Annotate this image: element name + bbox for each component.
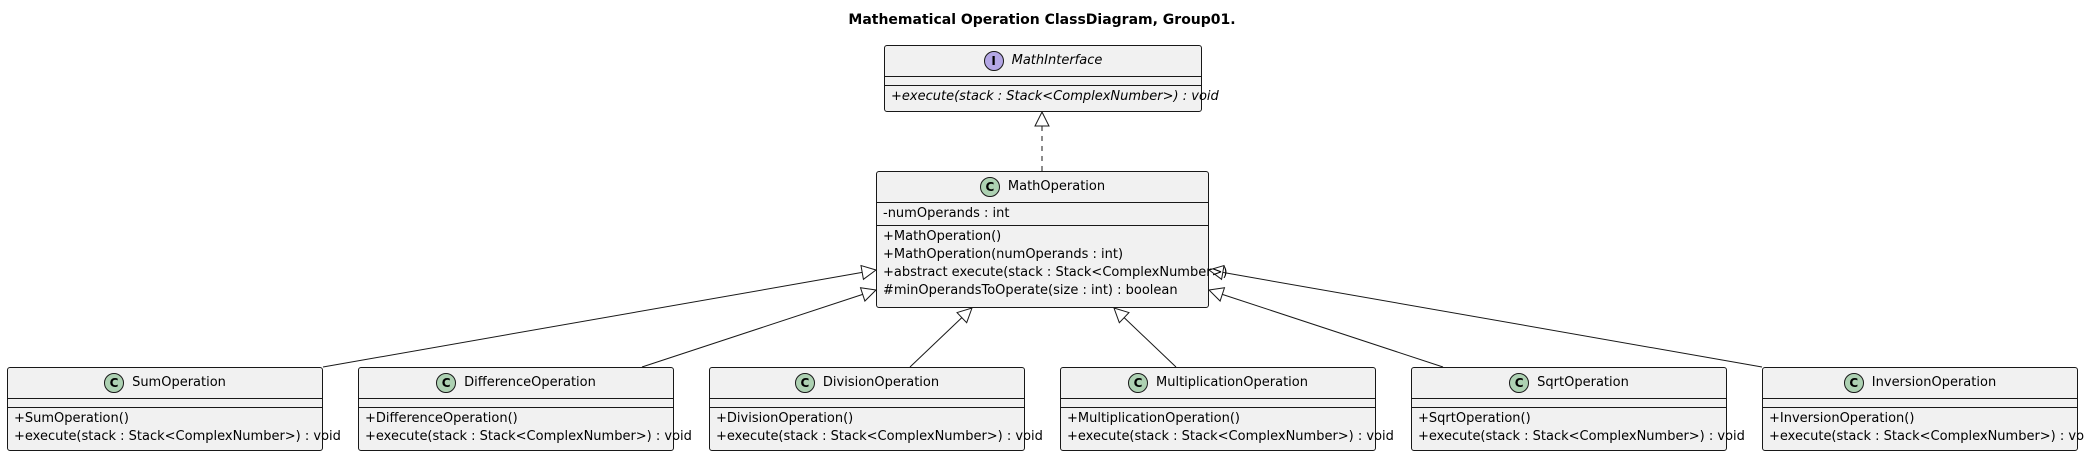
class-badge-icon: C [794, 373, 815, 393]
fields-section [1763, 399, 2077, 408]
fields-section [8, 399, 322, 408]
method-line: +execute(stack : Stack<ComplexNumber>) :… [365, 429, 692, 444]
class-box-sumoperation[interactable]: C SumOperation +SumOperation() +execute(… [7, 367, 341, 451]
method-line: +DivisionOperation() [716, 411, 854, 426]
method-line: +execute(stack : Stack<ComplexNumber>) :… [14, 429, 341, 444]
realization-arrowhead [1034, 110, 1050, 127]
method-line: +MultiplicationOperation() [1067, 411, 1240, 426]
generalization-line [1222, 271, 1763, 368]
methods-section: +DivisionOperation() +execute(stack : St… [710, 408, 1043, 448]
generalization-arrowhead [1113, 307, 1130, 324]
class-header: C SumOperation [8, 368, 322, 399]
class-header: I MathInterface [885, 46, 1201, 77]
method-line: +MathOperation() [883, 229, 1002, 244]
generalization-line [1123, 317, 1177, 368]
class-badge-icon: C [436, 373, 457, 393]
class-name: InversionOperation [1871, 375, 1997, 390]
class-name: DivisionOperation [822, 375, 940, 390]
class-box-multiplicationoperation[interactable]: C MultiplicationOperation +Multiplicatio… [1060, 367, 1394, 451]
method-line: +InversionOperation() [1769, 411, 1915, 426]
method-line: +execute(stack : Stack<ComplexNumber>) :… [1418, 429, 1745, 444]
class-badge-icon: C [1843, 373, 1864, 393]
class-badge-icon: C [979, 177, 1000, 197]
generalization-arrowhead [859, 287, 878, 302]
generalization-arrowhead [1207, 287, 1226, 302]
method-line: +SumOperation() [14, 411, 129, 426]
method-line: +abstract execute(stack : Stack<ComplexN… [883, 265, 1228, 280]
class-header: C InversionOperation [1763, 368, 2077, 399]
fields-section [359, 399, 673, 408]
class-header: C DivisionOperation [710, 368, 1024, 399]
class-name: MathInterface [1011, 53, 1103, 68]
methods-section: +MathOperation() +MathOperation(numOpera… [877, 226, 1228, 302]
class-box-divisionoperation[interactable]: C DivisionOperation +DivisionOperation()… [709, 367, 1043, 451]
fields-section [1412, 399, 1726, 408]
class-box-mathoperation[interactable]: C MathOperation -numOperands : int +Math… [876, 171, 1228, 308]
generalization-line [641, 293, 863, 368]
method-line: +MathOperation(numOperands : int) [883, 247, 1124, 262]
method-line: +SqrtOperation() [1418, 411, 1531, 426]
class-box-differenceoperation[interactable]: C DifferenceOperation +DifferenceOperati… [358, 367, 692, 451]
generalization-arrowhead [956, 307, 973, 324]
generalization-line [1222, 293, 1444, 368]
method-line: +execute(stack : Stack<ComplexNumber>) :… [1769, 429, 2084, 444]
class-header: C MultiplicationOperation [1061, 368, 1375, 399]
method-line: +execute(stack : Stack<ComplexNumber>) :… [891, 89, 1219, 104]
methods-section: +SqrtOperation() +execute(stack : Stack<… [1412, 408, 1745, 448]
methods-section: +execute(stack : Stack<ComplexNumber>) :… [885, 86, 1219, 108]
generalization-line [322, 271, 863, 368]
class-badge-icon: C [1509, 373, 1530, 393]
generalization-line [909, 317, 963, 368]
fields-section [885, 77, 1201, 86]
class-badge-icon: C [104, 373, 125, 393]
diagram-title: Mathematical Operation ClassDiagram, Gro… [848, 12, 1236, 28]
fields-section [710, 399, 1024, 408]
method-line: #minOperandsToOperate(size : int) : bool… [883, 283, 1178, 298]
class-box-mathinterface[interactable]: I MathInterface +execute(stack : Stack<C… [884, 45, 1219, 112]
method-line: +execute(stack : Stack<ComplexNumber>) :… [716, 429, 1043, 444]
class-name: MathOperation [1007, 179, 1106, 194]
methods-section: +InversionOperation() +execute(stack : S… [1763, 408, 2084, 448]
class-header: C SqrtOperation [1412, 368, 1726, 399]
class-box-inversionoperation[interactable]: C InversionOperation +InversionOperation… [1762, 367, 2084, 451]
class-name: DifferenceOperation [464, 375, 596, 390]
class-name: MultiplicationOperation [1156, 375, 1308, 390]
class-header: C MathOperation [877, 172, 1208, 203]
class-header: C DifferenceOperation [359, 368, 673, 399]
class-name: SqrtOperation [1537, 375, 1629, 390]
class-name: SumOperation [132, 375, 226, 390]
field-line: -numOperands : int [883, 206, 1010, 221]
methods-section: +MultiplicationOperation() +execute(stac… [1061, 408, 1394, 448]
fields-section [1061, 399, 1375, 408]
methods-section: +SumOperation() +execute(stack : Stack<C… [8, 408, 341, 448]
generalization-arrowhead [860, 264, 878, 281]
class-badge-icon: C [1128, 373, 1149, 393]
methods-section: +DifferenceOperation() +execute(stack : … [359, 408, 692, 448]
class-box-sqrtoperation[interactable]: C SqrtOperation +SqrtOperation() +execut… [1411, 367, 1745, 451]
method-line: +execute(stack : Stack<ComplexNumber>) :… [1067, 429, 1394, 444]
interface-badge-icon: I [983, 51, 1004, 71]
method-line: +DifferenceOperation() [365, 411, 518, 426]
fields-section: -numOperands : int [877, 203, 1208, 226]
